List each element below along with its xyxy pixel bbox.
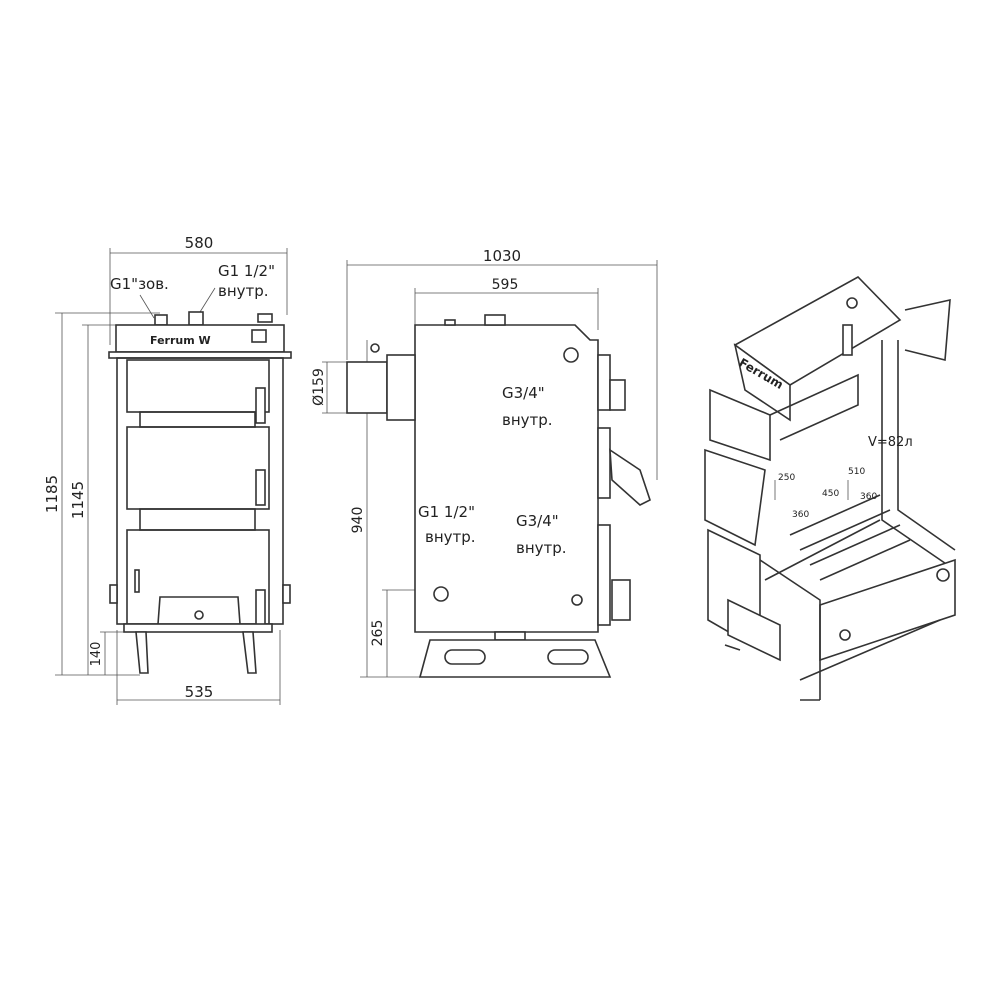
dim-front-width-body: 535 bbox=[185, 683, 214, 701]
dim-height-total: 1185 bbox=[43, 475, 61, 513]
dim-return-height: 265 bbox=[370, 620, 386, 647]
port-top-label-a: G3/4" bbox=[502, 384, 545, 402]
dim-iso-450: 450 bbox=[822, 489, 839, 499]
isometric-cutaway-view: Ferrum V=82л 250 360 450 510 360 bbox=[704, 276, 956, 701]
dim-iso-250: 250 bbox=[778, 473, 795, 483]
outlet-label-g1: G1"зов. bbox=[110, 275, 169, 293]
label-water-volume: V=82л bbox=[868, 435, 913, 450]
dim-inlet-height: 940 bbox=[350, 507, 366, 534]
side-view: 1030 595 Ø159 940 265 G3/4" внутр. G1 1/… bbox=[311, 247, 658, 678]
outlet-label-g112-a: G1 1/2" bbox=[218, 262, 275, 280]
dim-leg-height: 140 bbox=[89, 642, 104, 667]
front-view: 580 535 1185 1145 140 G1"зов. G1 1/2" вн… bbox=[43, 234, 292, 705]
dim-iso-360b: 360 bbox=[860, 492, 877, 502]
outlet-label-g112-b: внутр. bbox=[218, 282, 269, 300]
port-right-label-b: внутр. bbox=[516, 539, 567, 557]
brand-logo-front: Ferrum W bbox=[150, 334, 211, 347]
dim-flue-diameter: Ø159 bbox=[311, 368, 327, 406]
dim-side-depth-total: 1030 bbox=[483, 247, 521, 265]
port-right-label-a: G3/4" bbox=[516, 512, 559, 530]
dim-height-body: 1145 bbox=[69, 481, 87, 519]
port-top-label-b: внутр. bbox=[502, 411, 553, 429]
dim-front-width-total: 580 bbox=[185, 234, 214, 252]
dim-iso-510: 510 bbox=[848, 467, 865, 477]
port-left-label-b: внутр. bbox=[425, 528, 476, 546]
dim-side-depth-body: 595 bbox=[492, 277, 519, 293]
port-left-label-a: G1 1/2" bbox=[418, 503, 475, 521]
dim-iso-360a: 360 bbox=[792, 510, 809, 520]
